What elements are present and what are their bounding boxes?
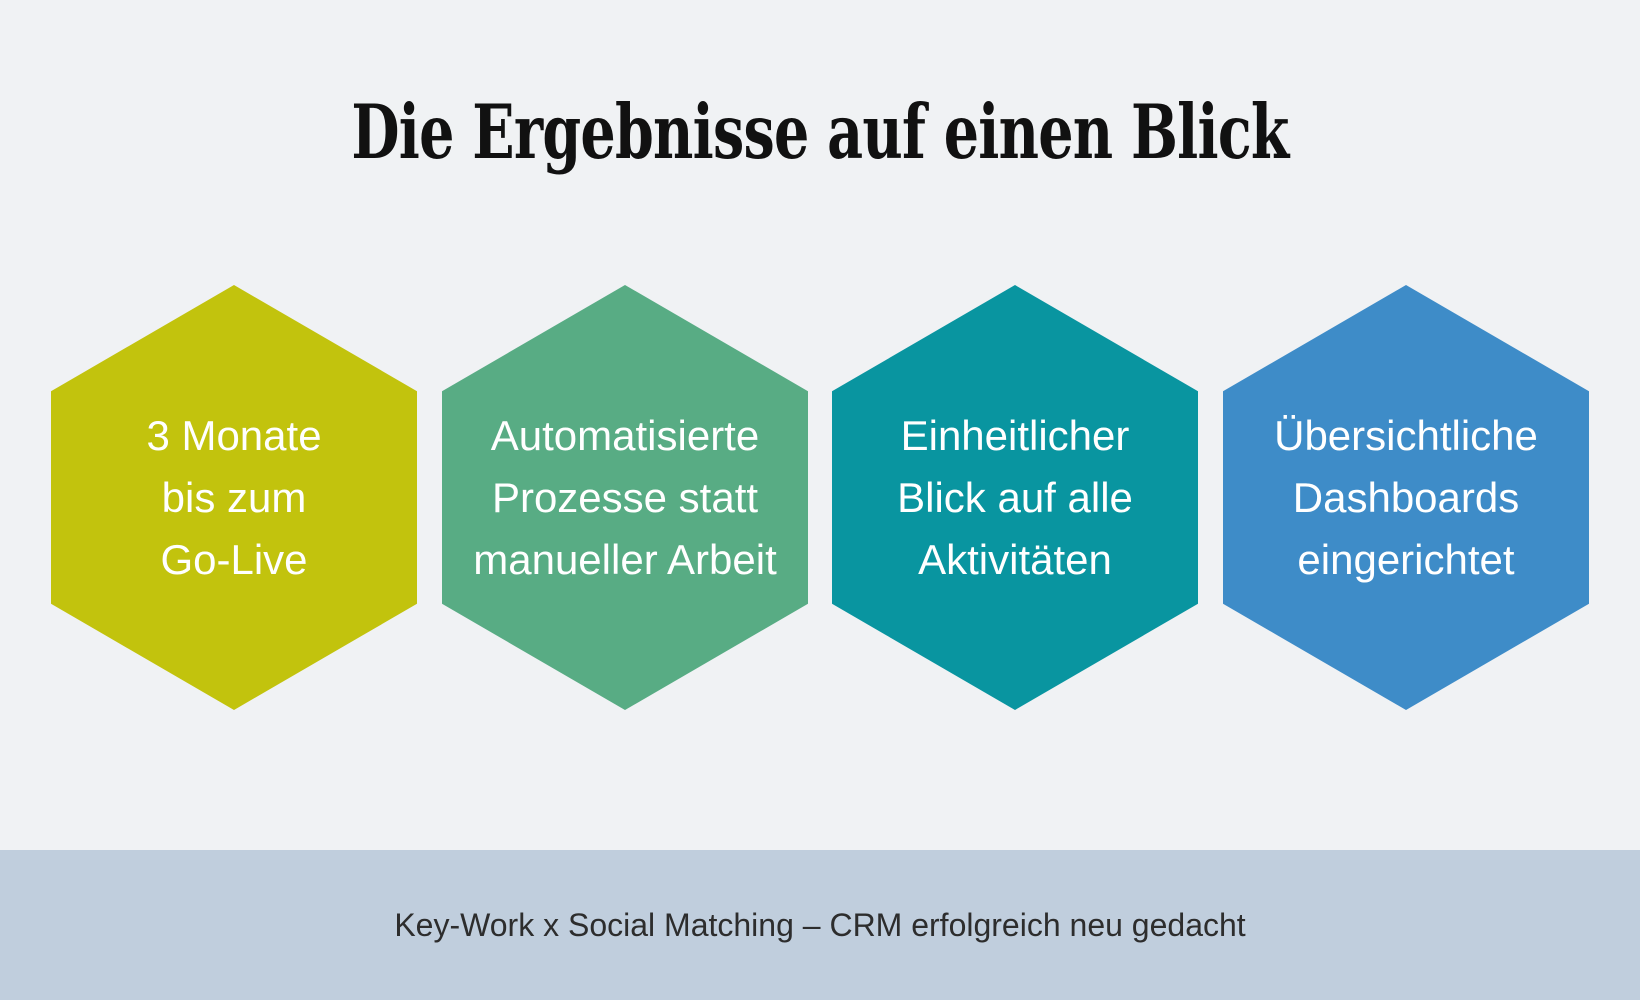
page-title: Die Ergebnisse auf einen Blick	[351, 88, 1289, 176]
hexagon-dashboards-line-2: Dashboards	[1292, 473, 1520, 521]
hexagon-unified-view-label: Einheitlicher Blick auf alle Aktivitäten	[897, 405, 1133, 591]
hexagon-automated-processes-line-1: Automatisierte	[490, 411, 760, 459]
hexagon-unified-view-line-3: Aktivitäten	[918, 535, 1112, 583]
hexagon-automated-processes-line-3: manueller Arbeit	[473, 535, 777, 583]
hexagon-unified-view-line-2: Blick auf alle	[897, 473, 1133, 521]
footer-band: Key-Work x Social Matching – CRM erfolgr…	[0, 850, 1640, 1000]
hexagon-go-live-label: 3 Monate bis zum Go-Live	[146, 405, 321, 591]
hexagon-automated-processes-line-2: Prozesse statt	[491, 473, 759, 521]
hexagon-go-live-line-1: 3 Monate	[146, 411, 322, 459]
hexagon-automated-processes-label: Automatisierte Prozesse statt manueller …	[473, 405, 777, 591]
hexagon-dashboards-line-1: Übersichtliche	[1274, 411, 1538, 459]
hexagon-unified-view: Einheitlicher Blick auf alle Aktivitäten	[832, 285, 1198, 710]
hexagon-go-live-line-3: Go-Live	[160, 535, 308, 583]
hexagon-automated-processes: Automatisierte Prozesse statt manueller …	[442, 285, 808, 710]
hexagon-unified-view-line-1: Einheitlicher	[900, 411, 1130, 459]
hexagon-go-live: 3 Monate bis zum Go-Live	[51, 285, 417, 710]
hexagon-dashboards-line-3: eingerichtet	[1297, 535, 1515, 583]
hexagon-go-live-line-2: bis zum	[161, 473, 307, 521]
hexagon-dashboards-label: Übersichtliche Dashboards eingerichtet	[1274, 405, 1538, 591]
footer-caption: Key-Work x Social Matching – CRM erfolgr…	[394, 906, 1246, 943]
hexagon-dashboards: Übersichtliche Dashboards eingerichtet	[1223, 285, 1589, 710]
